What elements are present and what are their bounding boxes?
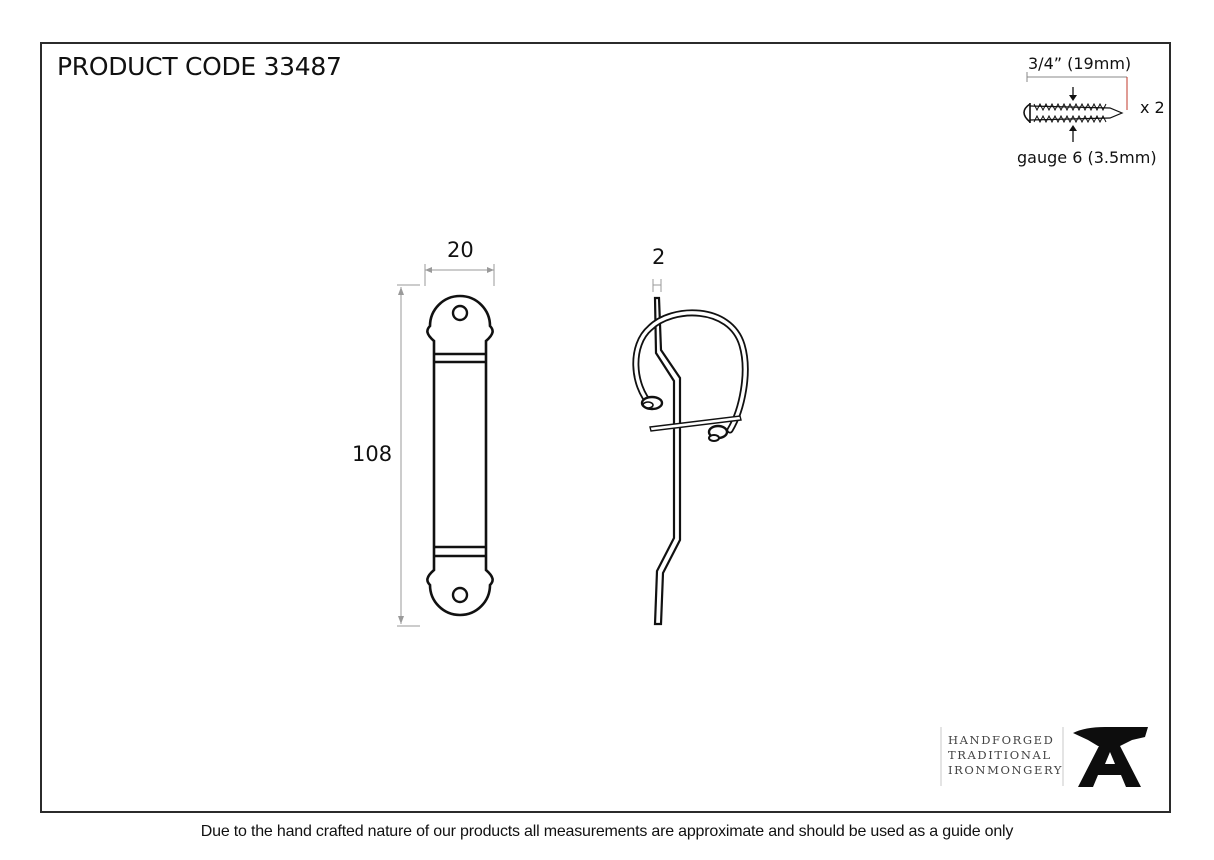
brand-line: TRADITIONAL	[948, 748, 1052, 762]
thickness-dimension-label: 2	[652, 245, 666, 269]
front-view-drawing	[397, 264, 495, 627]
brand-line: HANDFORGED	[948, 733, 1055, 747]
brand-line: IRONMONGERY	[948, 763, 1064, 777]
screw-gauge-label: gauge 6 (3.5mm)	[1017, 148, 1157, 167]
measurement-disclaimer: Due to the hand crafted nature of our pr…	[200, 823, 1014, 840]
product-code-title: PRODUCT CODE 33487	[57, 52, 342, 81]
height-dimension-label: 108	[352, 442, 393, 466]
screw-length-label: 3/4” (19mm)	[1028, 54, 1132, 73]
screw-icon	[1023, 72, 1128, 142]
screw-quantity-label: x 2	[1140, 98, 1165, 117]
width-dimension-label: 20	[447, 238, 474, 262]
drawing-border	[40, 42, 1171, 813]
side-view-drawing	[632, 279, 749, 626]
brand-tagline: HANDFORGED TRADITIONAL IRONMONGERY	[948, 733, 1063, 778]
anvil-a-logo	[940, 727, 1148, 787]
